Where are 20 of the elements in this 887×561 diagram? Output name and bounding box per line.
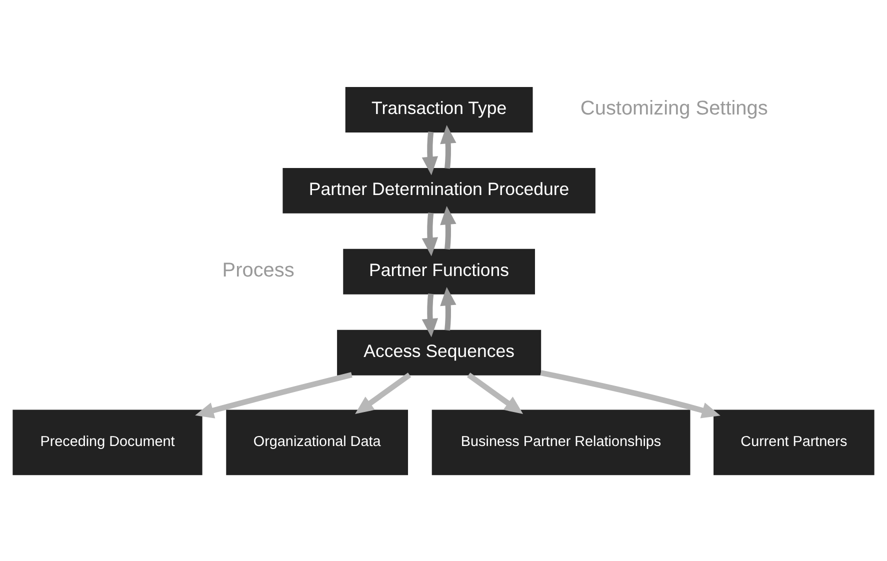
node-box: Transaction Type bbox=[345, 87, 533, 132]
node-box: Business Partner Relationships bbox=[432, 410, 690, 476]
arrow bbox=[422, 294, 438, 338]
node-box: Organizational Data bbox=[226, 410, 408, 476]
arrow bbox=[422, 132, 438, 176]
arrow bbox=[422, 212, 438, 256]
arrow bbox=[440, 125, 456, 169]
node-box: Current Partners bbox=[714, 410, 874, 476]
arrow bbox=[540, 370, 720, 418]
arrow bbox=[466, 372, 524, 414]
node-box: Partner Determination Procedure bbox=[282, 168, 596, 214]
label: Customizing Settings bbox=[580, 98, 768, 120]
arrow bbox=[440, 286, 456, 331]
arrow bbox=[195, 372, 352, 418]
node-box: Partner Functions bbox=[343, 248, 535, 294]
arrow bbox=[440, 206, 456, 250]
node-box: Preceding Document bbox=[12, 410, 202, 476]
arrow bbox=[355, 372, 412, 414]
node-box: Access Sequences bbox=[337, 330, 542, 376]
label: Process bbox=[222, 260, 294, 282]
